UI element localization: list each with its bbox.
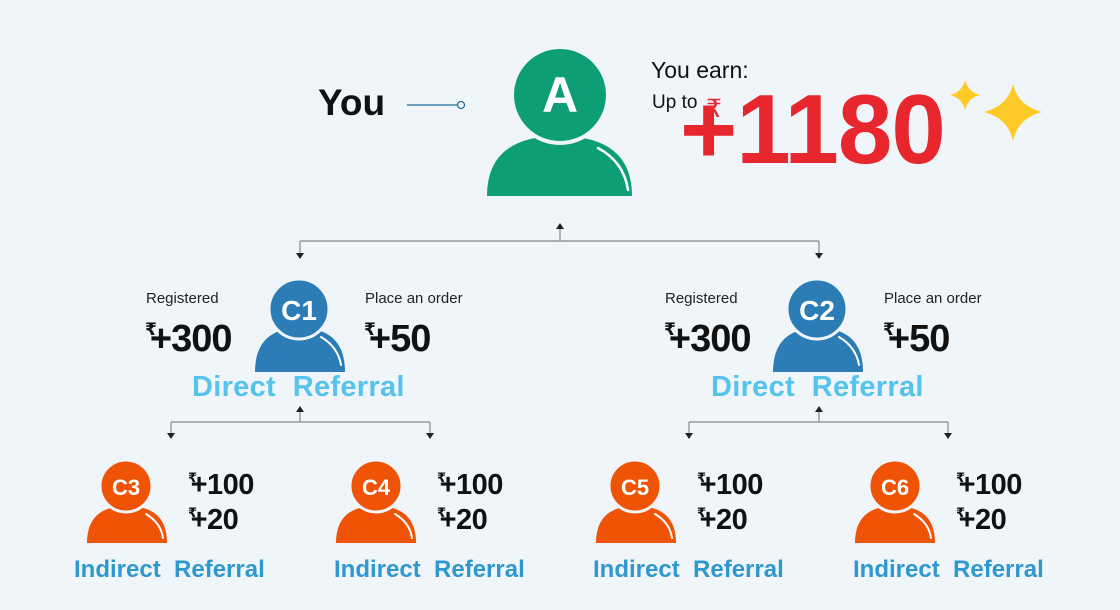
c2-registered-amount: ₹+300 [664, 318, 751, 360]
you-label: You [318, 82, 386, 123]
rupee-icon: ₹ [706, 94, 722, 123]
c6-amount-1: ₹+100 [956, 469, 1022, 501]
c1-order-amount: ₹+50 [364, 318, 431, 360]
c3-label: C3 [112, 475, 140, 500]
c3-amount-1: ₹+100 [188, 469, 254, 501]
c1-registered-label: Registered [146, 290, 219, 307]
c3-indirect-referral-caption: Indirect Referral [74, 556, 265, 583]
c4-indirect-referral-caption: Indirect Referral [334, 556, 525, 583]
c2-registered-label: Registered [665, 290, 738, 307]
c3-avatar: C3 [87, 458, 167, 543]
c5-avatar: C5 [596, 458, 676, 543]
c5-label: C5 [621, 475, 649, 500]
c6-amount-2: ₹+20 [956, 504, 1007, 536]
sparkle-icon [950, 80, 1042, 141]
c6-label: C6 [881, 475, 909, 500]
c2-avatar: C2 [773, 277, 863, 372]
c1-order-label: Place an order [365, 290, 463, 307]
c1-label: C1 [281, 295, 317, 326]
c4-amount-1: ₹+100 [437, 469, 503, 501]
c5-amount-1: ₹+100 [697, 469, 763, 501]
up-to-label: Up to [652, 92, 698, 113]
root-avatar: A [487, 45, 632, 196]
c1-avatar: C1 [255, 277, 345, 372]
total-earnings-amount: +1180 [680, 74, 946, 184]
c4-label: C4 [362, 475, 391, 500]
c4-amount-2: ₹+20 [437, 504, 488, 536]
c3-amount-2: ₹+20 [188, 504, 239, 536]
c1-registered-amount: ₹+300 [145, 318, 232, 360]
c5-amount-2: ₹+20 [697, 504, 748, 536]
c1-children-connector [170, 411, 431, 434]
c2-direct-referral-caption: Direct Referral [711, 371, 924, 403]
c2-children-connector [688, 411, 949, 434]
root-avatar-letter: A [542, 67, 578, 123]
you-connector-line [407, 100, 466, 110]
earn-title: You earn: [651, 57, 749, 83]
c2-label: C2 [799, 295, 835, 326]
c2-order-label: Place an order [884, 290, 982, 307]
c6-avatar: C6 [855, 458, 935, 543]
c5-indirect-referral-caption: Indirect Referral [593, 556, 784, 583]
c6-indirect-referral-caption: Indirect Referral [853, 556, 1044, 583]
level1-connector [299, 228, 820, 254]
c1-direct-referral-caption: Direct Referral [192, 371, 405, 403]
c2-order-amount: ₹+50 [883, 318, 950, 360]
c4-avatar: C4 [336, 458, 416, 543]
